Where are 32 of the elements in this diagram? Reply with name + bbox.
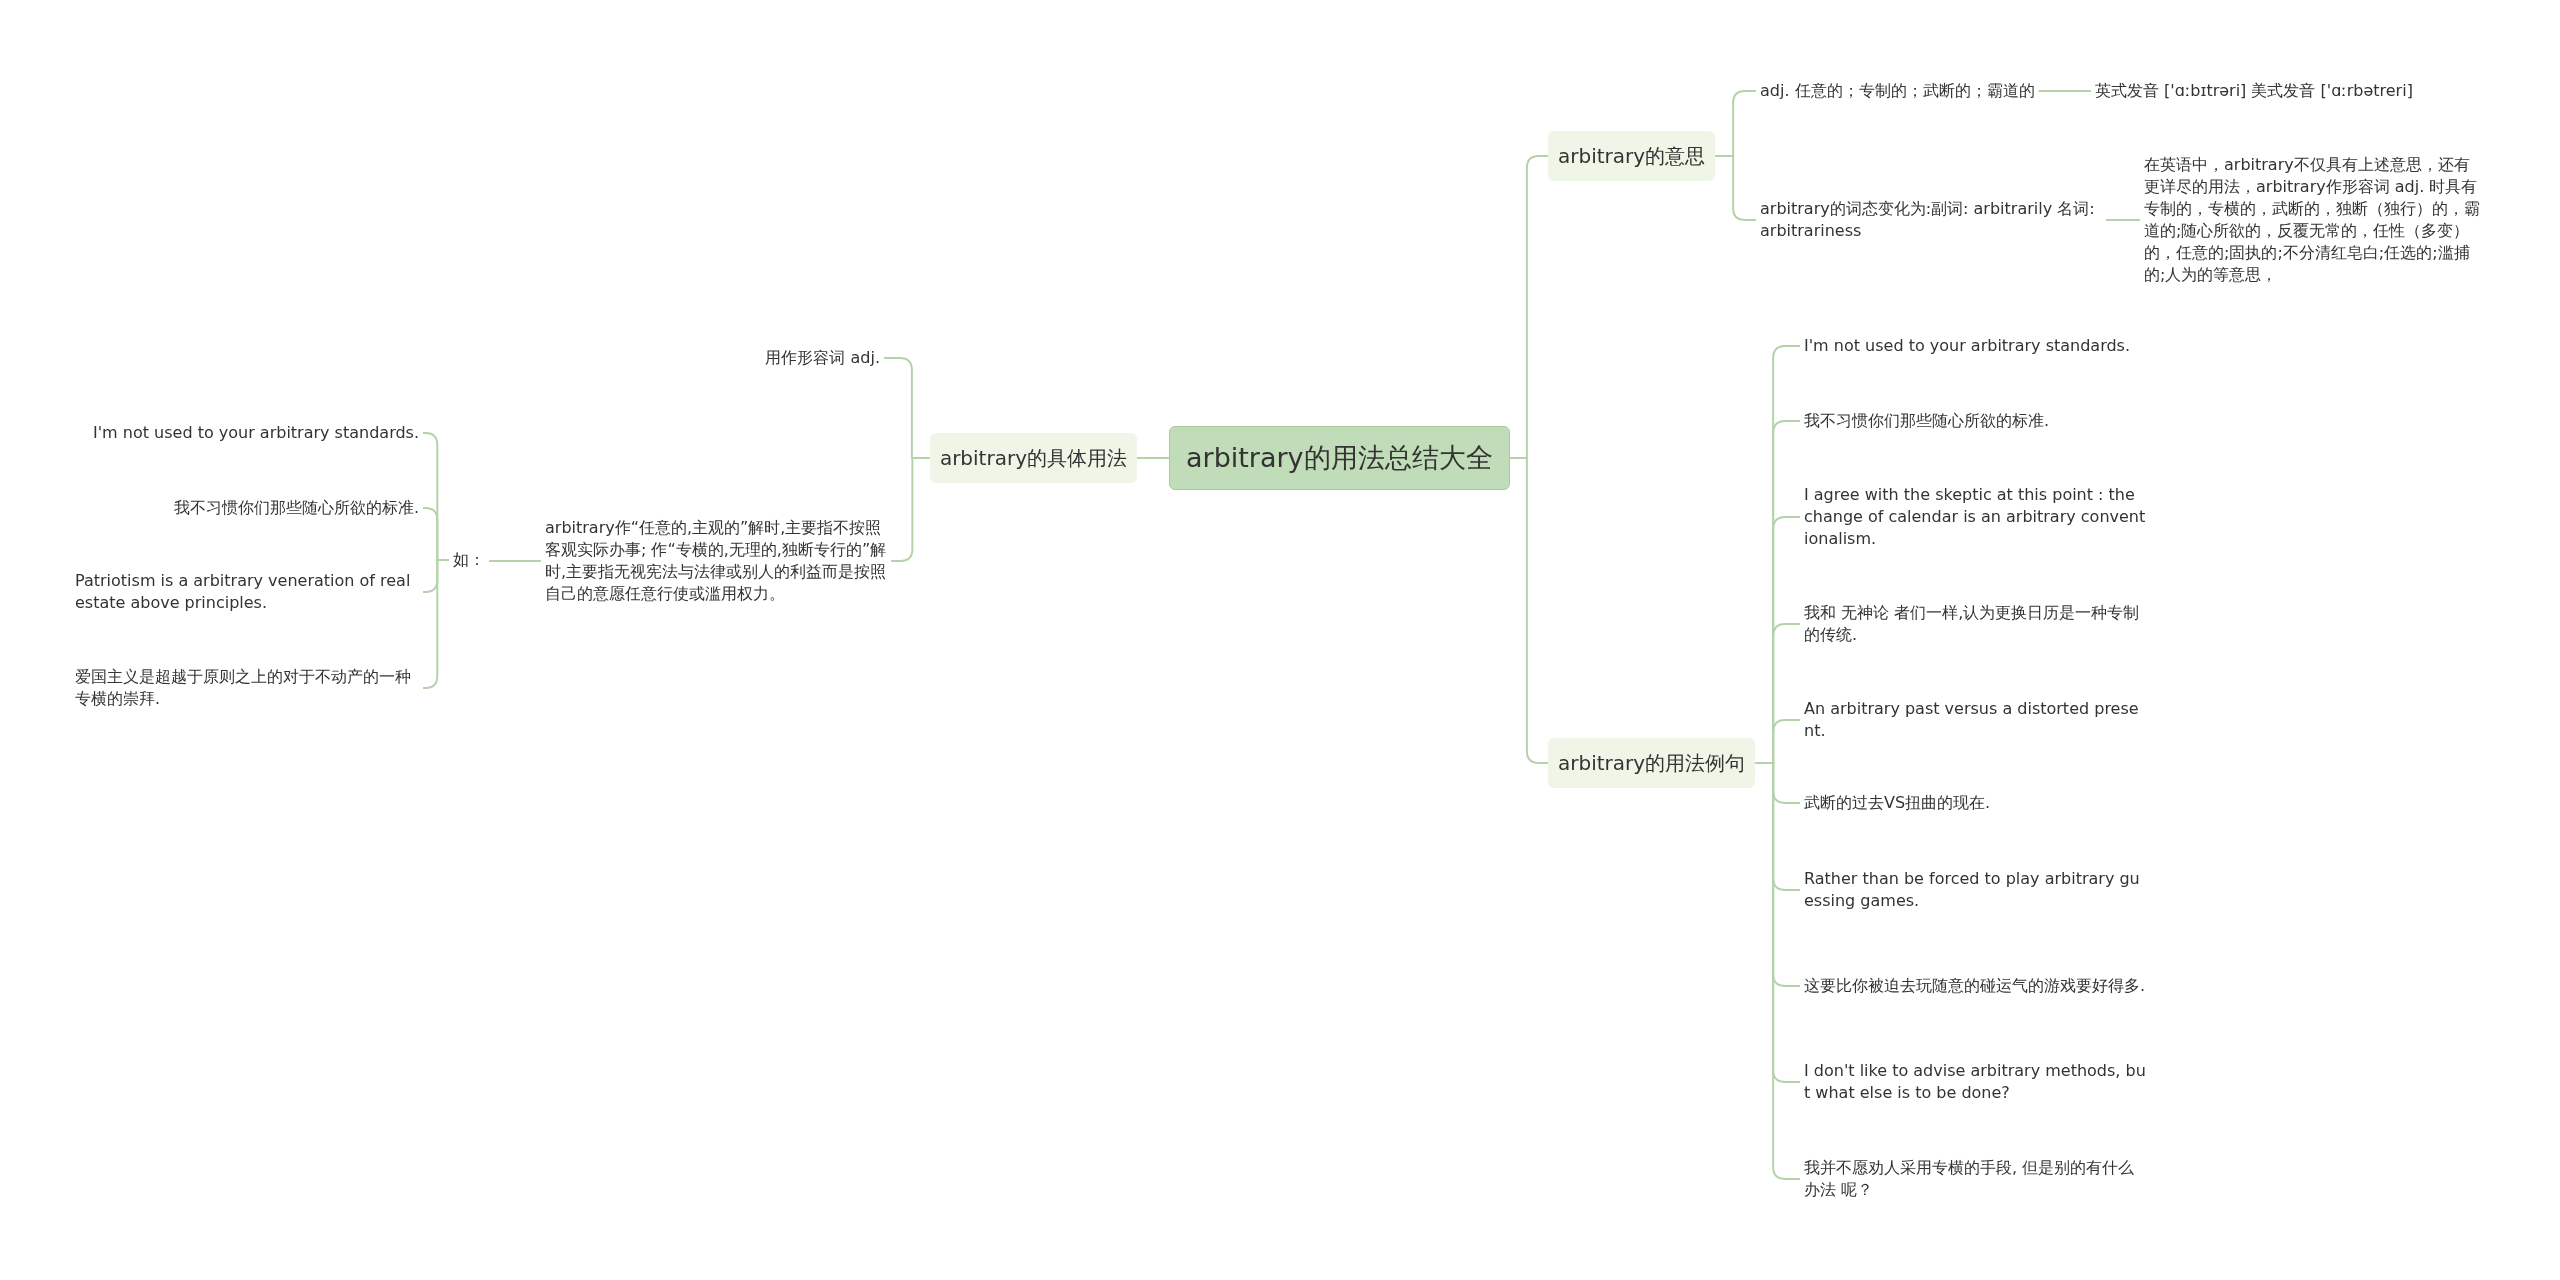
topic-text: 这要比你被迫去玩随意的碰运气的游戏要好得多. <box>1800 973 2152 999</box>
connector-line <box>488 560 542 562</box>
central-topic-box: arbitrary的用法总结大全 <box>1169 426 1510 490</box>
topic-text: Rather than be forced to play arbitrary guessing games. <box>1800 866 2152 914</box>
topic-text: 我不习惯你们那些随心所欲的标准. <box>169 495 423 521</box>
topic-text: I'm not used to your arbitrary standards. <box>89 420 423 446</box>
topic-text: arbitrary作“任意的,主观的”解时,主要指不按照客观实际办事; 作“专横的,无理的,独断专行的”解时,主要指无视宪法与法律或别人的利益而是按照自己的意愿任意行使或滥用权力。 <box>541 515 891 607</box>
topic-text: 我并不愿劝人采用专横的手段, 但是别的有什么办法 呢？ <box>1800 1155 2152 1203</box>
topic-text: I'm not used to your arbitrary standards. <box>1800 333 2152 359</box>
topic-text: An arbitrary past versus a distorted present. <box>1800 696 2152 744</box>
topic-text: 在英语中，arbitrary不仅具有上述意思，还有更详尽的用法，arbitrary作形容词 adj. 时具有专制的，专横的，武断的，独断（独行）的，霸道的;随心所欲的，反覆无常的，任性（多变）的，任意的;固执的;不分清红皂白;任选的;滥捕的;人为的等意思， <box>2140 152 2485 288</box>
topic-text: 英式发音 ['ɑːbɪtrəri] 美式发音 ['ɑːrbətreri] <box>2091 78 2417 104</box>
topic-text: arbitrary的词态变化为:副词: arbitrarily 名词: arbitrariness <box>1756 196 2106 244</box>
topic-text: I agree with the skeptic at this point : the change of calendar is an arbitrary conventionalism. <box>1800 482 2152 552</box>
connector-line <box>1136 457 1170 459</box>
topic-text: 武断的过去VS扭曲的现在. <box>1800 790 2152 816</box>
topic-text: I don't like to advise arbitrary methods, but what else is to be done? <box>1800 1058 2152 1106</box>
topic-text: 我和 无神论 者们一样,认为更换日历是一种专制的传统. <box>1800 600 2152 648</box>
topic-text: 如： <box>449 547 489 573</box>
connector-line <box>422 559 450 689</box>
connector-line <box>2105 219 2141 221</box>
topic-box: arbitrary的意思 <box>1548 131 1716 181</box>
topic-text: 我不习惯你们那些随心所欲的标准. <box>1800 408 2152 434</box>
topic-box: arbitrary的具体用法 <box>929 433 1137 483</box>
topic-box: arbitrary的用法例句 <box>1548 738 1756 788</box>
connector-line <box>890 457 931 562</box>
connector-line <box>1714 155 1757 221</box>
topic-text: adj. 任意的；专制的；武断的；霸道的 <box>1756 78 2039 104</box>
topic-text: Patriotism is a arbitrary veneration of real estate above principles. <box>71 568 423 616</box>
topic-text: 用作形容词 adj. <box>761 345 884 371</box>
connector-line <box>2037 90 2092 92</box>
topic-text: 爱国主义是超越于原则之上的对于不动产的一种专横的崇拜. <box>71 664 423 712</box>
